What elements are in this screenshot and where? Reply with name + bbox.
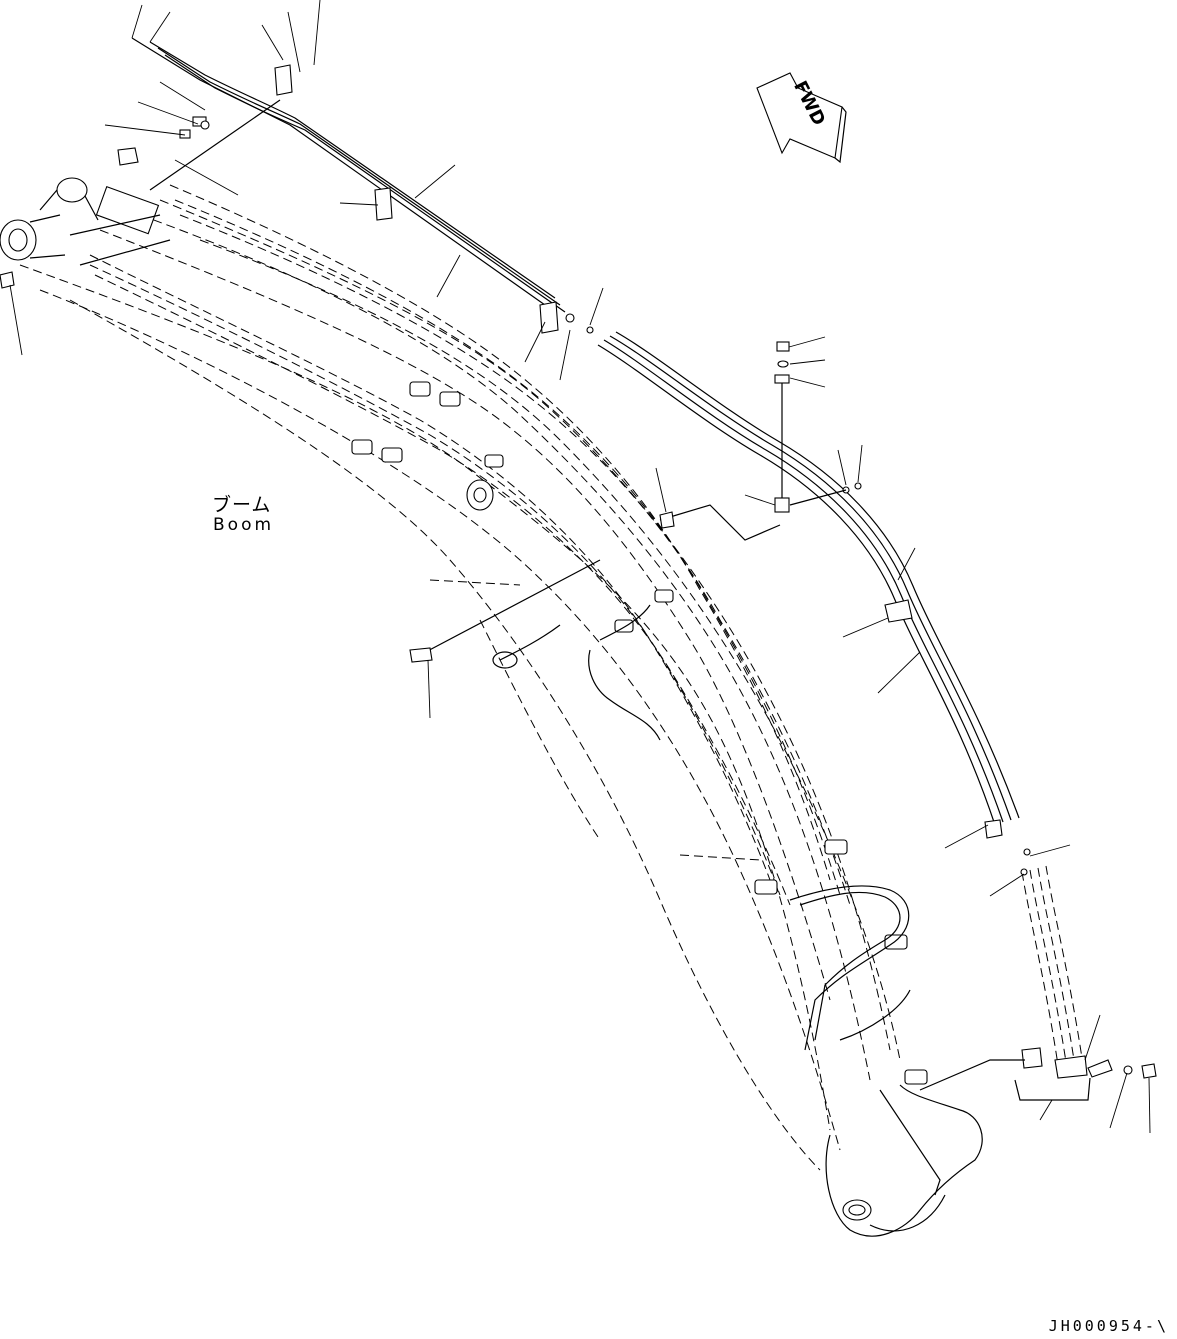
right-pipe-run xyxy=(597,331,1157,1079)
boom-label-japanese: ブーム xyxy=(212,494,272,516)
boom-label-english: Boom xyxy=(213,515,275,535)
leader-lines xyxy=(9,0,1151,1134)
reference-lines xyxy=(409,504,1091,1101)
upper-pipe-bundle xyxy=(131,37,594,334)
forward-direction-arrow: FWD xyxy=(756,72,847,164)
boom-outline xyxy=(19,199,983,1237)
drawing-number: JH000954-\ xyxy=(1048,1317,1169,1335)
mid-pipe-bundle xyxy=(89,184,941,1196)
boom-top-end xyxy=(0,147,171,289)
